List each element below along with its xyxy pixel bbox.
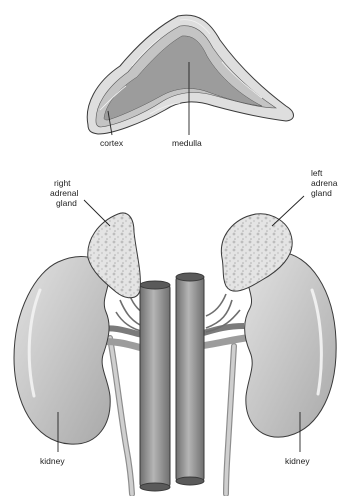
left-adrenal-leader-line: [272, 196, 304, 226]
aorta: [176, 276, 204, 482]
label-left-adrenal-line2: adrena: [311, 178, 338, 188]
label-left-adrenal-line1: left: [311, 168, 323, 178]
right-adrenal-leader-line: [84, 200, 110, 226]
inferior-vena-cava: [140, 284, 170, 488]
label-right-adrenal-line2: adrenal: [50, 188, 78, 198]
adrenal-cross-section: cortex medulla: [87, 15, 293, 148]
aorta-bottom-opening: [176, 477, 204, 485]
label-kidney-left-side: kidney: [40, 456, 65, 466]
vena-cava-top-opening: [140, 281, 170, 289]
label-left-adrenal-line3: gland: [311, 188, 332, 198]
vena-cava-bottom-opening: [140, 483, 170, 491]
right-renal-vein: [200, 338, 246, 346]
aorta-top-opening: [176, 273, 204, 281]
left-ureter-outline: [110, 338, 132, 494]
label-right-adrenal-line3: gland: [56, 198, 77, 208]
label-medulla: medulla: [172, 138, 202, 148]
label-cortex: cortex: [100, 138, 124, 148]
label-kidney-right-side: kidney: [285, 456, 310, 466]
label-right-adrenal-line1: right: [54, 178, 71, 188]
kidneys-illustration: right adrenal gland left adrena gland ki…: [14, 168, 338, 494]
